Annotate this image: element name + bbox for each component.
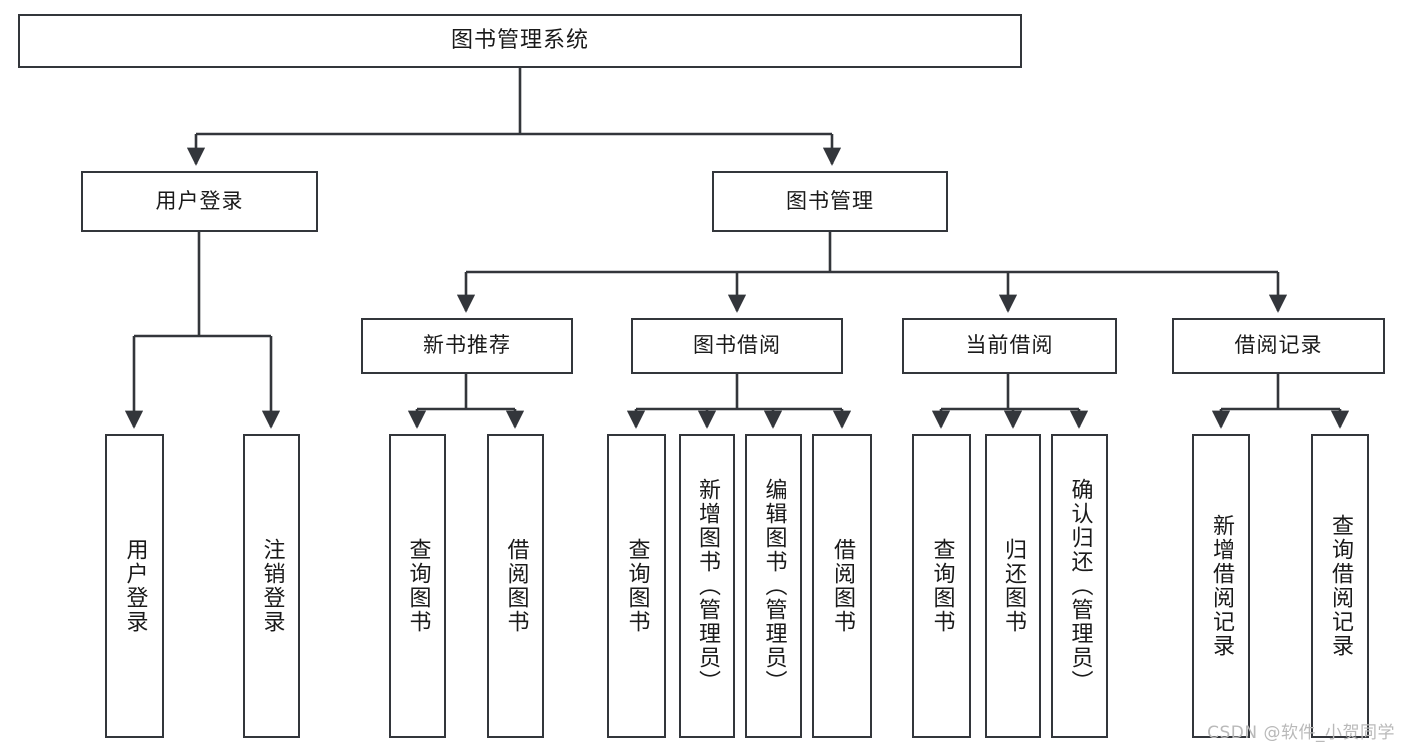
node-label: 新增图书（管理员） bbox=[694, 478, 720, 694]
node-leaf-11[interactable]: 新增借阅记录 bbox=[1192, 434, 1250, 738]
node-label: 借阅图书 bbox=[503, 538, 529, 634]
node-level3-2[interactable]: 当前借阅 bbox=[902, 318, 1117, 374]
node-level3-0[interactable]: 新书推荐 bbox=[361, 318, 573, 374]
node-label: 注销登录 bbox=[259, 538, 285, 634]
node-label: 图书借阅 bbox=[693, 333, 781, 358]
node-leaf-12[interactable]: 查询借阅记录 bbox=[1311, 434, 1369, 738]
node-label: 借阅记录 bbox=[1234, 333, 1323, 358]
node-label: 新增借阅记录 bbox=[1208, 514, 1234, 658]
node-label: 编辑图书（管理员） bbox=[761, 478, 787, 694]
node-label: 当前借阅 bbox=[965, 333, 1054, 358]
node-leaf-2[interactable]: 查询图书 bbox=[389, 434, 446, 738]
node-label: 确认归还（管理员） bbox=[1067, 478, 1093, 694]
node-label: 用户登录 bbox=[122, 538, 148, 634]
node-level3-3[interactable]: 借阅记录 bbox=[1172, 318, 1385, 374]
node-leaf-6[interactable]: 编辑图书（管理员） bbox=[745, 434, 802, 738]
node-root[interactable]: 图书管理系统 bbox=[18, 14, 1022, 68]
node-label: 查询图书 bbox=[929, 538, 955, 634]
node-leaf-5[interactable]: 新增图书（管理员） bbox=[679, 434, 735, 738]
node-level2-1[interactable]: 图书管理 bbox=[712, 171, 948, 232]
node-level3-1[interactable]: 图书借阅 bbox=[631, 318, 843, 374]
node-label: 用户登录 bbox=[155, 188, 244, 213]
node-leaf-1[interactable]: 注销登录 bbox=[243, 434, 300, 738]
node-label: 查询借阅记录 bbox=[1327, 514, 1353, 658]
node-label: 归还图书 bbox=[1000, 538, 1026, 634]
node-label: 查询图书 bbox=[405, 538, 431, 634]
node-level2-0[interactable]: 用户登录 bbox=[81, 171, 318, 232]
node-leaf-8[interactable]: 查询图书 bbox=[912, 434, 971, 738]
node-leaf-7[interactable]: 借阅图书 bbox=[812, 434, 872, 738]
node-label: 借阅图书 bbox=[829, 538, 855, 634]
node-leaf-4[interactable]: 查询图书 bbox=[607, 434, 666, 738]
node-label: 图书管理 bbox=[786, 188, 874, 213]
node-label: 新书推荐 bbox=[423, 333, 511, 358]
watermark: CSDN @软件_小贺同学 bbox=[1207, 723, 1395, 743]
node-leaf-3[interactable]: 借阅图书 bbox=[487, 434, 544, 738]
node-label: 查询图书 bbox=[624, 538, 650, 634]
node-leaf-0[interactable]: 用户登录 bbox=[105, 434, 164, 738]
node-leaf-9[interactable]: 归还图书 bbox=[985, 434, 1041, 738]
node-label: 图书管理系统 bbox=[450, 27, 589, 53]
node-leaf-10[interactable]: 确认归还（管理员） bbox=[1051, 434, 1108, 738]
